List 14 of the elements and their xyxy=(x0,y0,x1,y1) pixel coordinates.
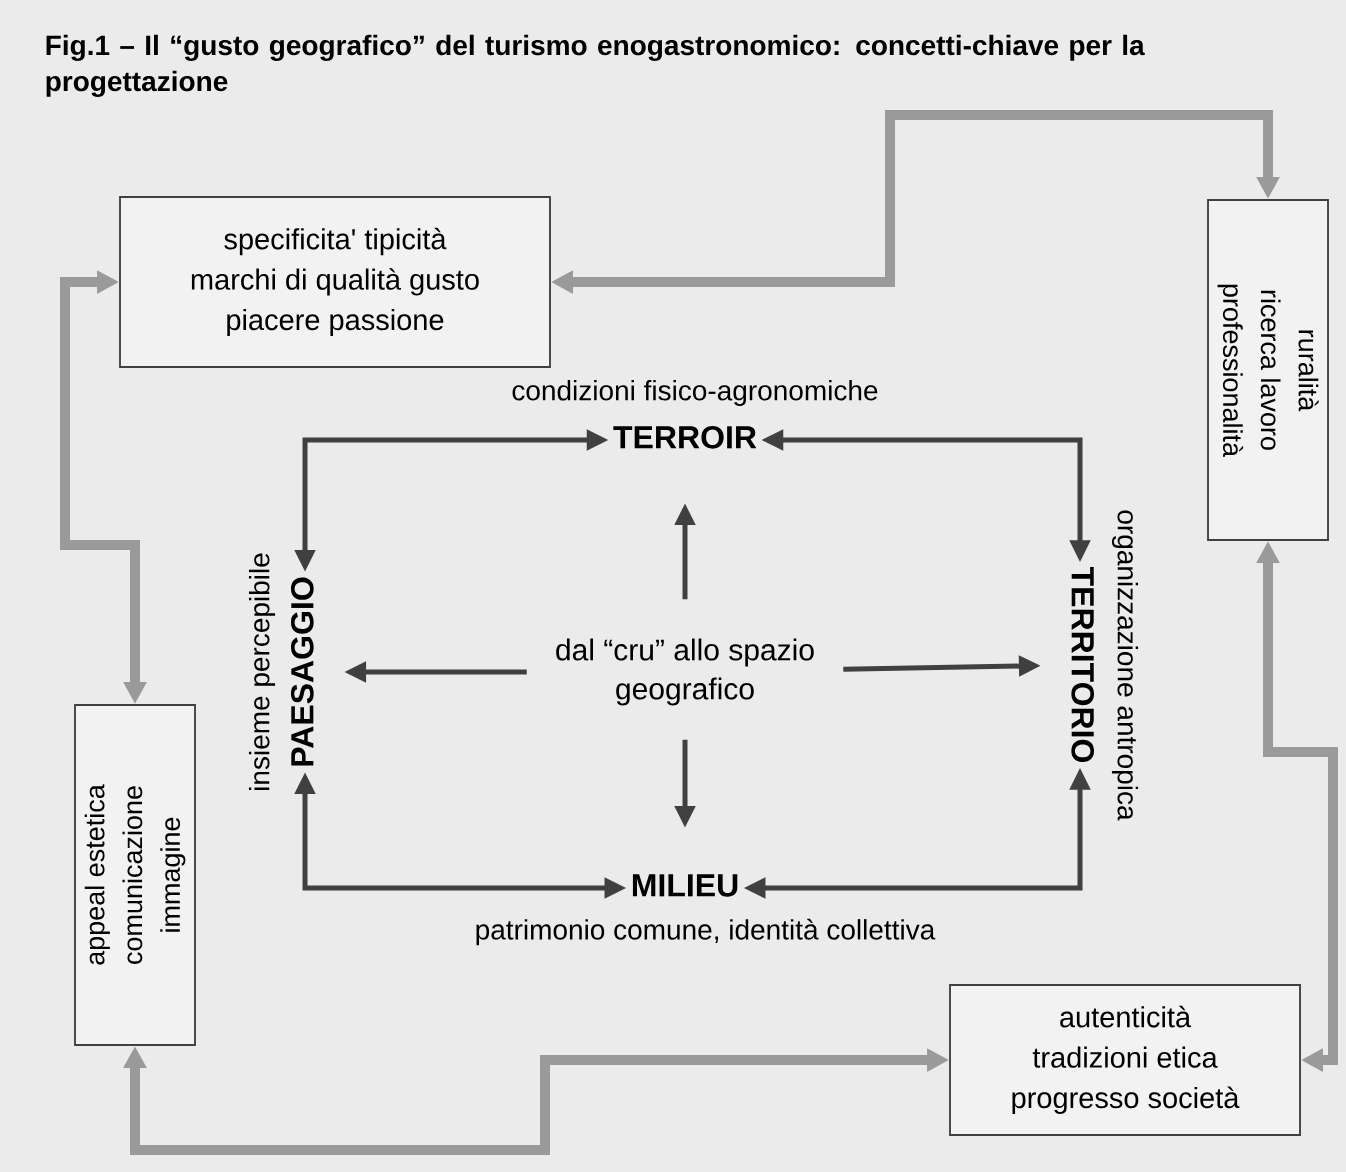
concept-box: specificita' tipicità marchi di qualità gusto piacere passione xyxy=(119,196,551,368)
caption-text: insieme percepibile xyxy=(248,553,276,790)
concept-label: MILIEU xyxy=(632,874,738,897)
concept-label: TERRITORIO xyxy=(1071,567,1094,763)
caption-text: organizzazione antropica xyxy=(1111,510,1139,821)
center-text: dal “cru” allo spazio geografico xyxy=(556,638,814,706)
concept-label: PAESAGGIO xyxy=(291,577,314,766)
caption-text: patrimonio comune, identità collettiva xyxy=(476,918,936,946)
figure-title: Fig.1 – Il “gusto geografico” del turismo enogastronomico: concetti-chiave per la progettazione xyxy=(46,34,1145,97)
caption-text: condizioni fisico-agronomiche xyxy=(512,379,878,407)
concept-box: autenticità tradizioni etica progresso società xyxy=(949,984,1301,1136)
concept-label: TERROIR xyxy=(613,426,757,449)
concept-box: ruralità ricerca lavoro professionalità xyxy=(1207,199,1329,541)
concept-box: appeal estetica comunicazione immagine xyxy=(74,704,196,1046)
